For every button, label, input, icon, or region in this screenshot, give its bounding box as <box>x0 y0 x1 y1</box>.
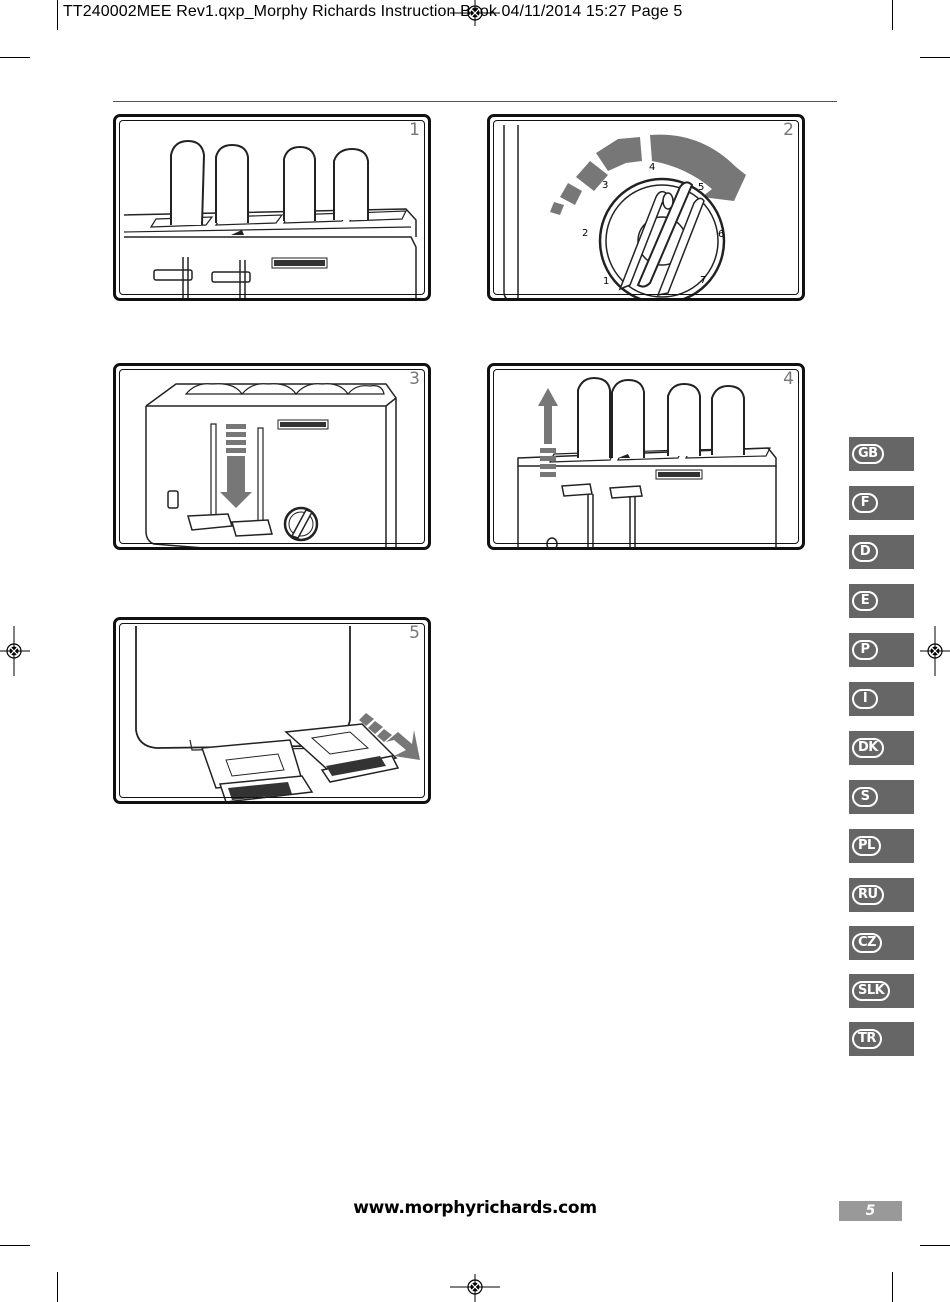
language-code: D <box>852 542 878 562</box>
language-code: CZ <box>852 933 882 953</box>
crop-mark <box>0 1245 30 1246</box>
registration-mark-right <box>920 626 950 676</box>
panel-number: 4 <box>783 369 794 389</box>
language-code: RU <box>852 885 884 905</box>
crop-mark <box>920 1245 950 1246</box>
dial-number: 1 <box>603 276 609 287</box>
crumb-tray-illustration <box>135 626 420 801</box>
language-tab-cz[interactable]: CZ <box>849 926 914 960</box>
panel-number: 2 <box>783 120 794 140</box>
panel-inner-border <box>119 623 425 798</box>
panel-inner-border <box>493 120 799 295</box>
language-tab-s[interactable]: S <box>849 780 914 814</box>
language-code: F <box>852 493 878 513</box>
lever-down-illustration <box>145 383 397 547</box>
language-tab-p[interactable]: P <box>849 633 914 667</box>
crop-mark <box>0 57 30 58</box>
print-slug-line: TT240002MEE Rev1.qxp_Morphy Richards Ins… <box>63 3 683 20</box>
registration-mark-bottom <box>450 1274 500 1302</box>
language-code: PL <box>852 836 881 856</box>
crop-mark <box>57 0 58 30</box>
language-code: S <box>852 787 878 807</box>
language-code: TR <box>852 1029 882 1049</box>
language-code: SLK <box>852 981 891 1001</box>
panel-number: 5 <box>409 623 420 643</box>
language-tab-d[interactable]: D <box>849 535 914 569</box>
language-code: GB <box>852 444 884 464</box>
registration-mark-left <box>0 626 30 676</box>
dial-number: 2 <box>582 228 588 239</box>
dial-number: 5 <box>698 182 704 193</box>
browning-dial-illustration: 1 2 3 4 5 6 7 <box>503 125 746 298</box>
language-code: E <box>852 591 878 611</box>
language-tab-ru[interactable]: RU <box>849 878 914 912</box>
dial-number: 6 <box>718 229 724 240</box>
language-tab-slk[interactable]: SLK <box>849 974 914 1008</box>
language-tab-f[interactable]: F <box>849 486 914 520</box>
panel-number: 3 <box>409 369 420 389</box>
language-tab-dk[interactable]: DK <box>849 731 914 765</box>
crop-mark <box>57 1272 58 1302</box>
language-tab-e[interactable]: E <box>849 584 914 618</box>
panel-inner-border <box>493 369 799 544</box>
language-code: P <box>852 640 878 660</box>
illustration-panel-3: 3 <box>113 363 431 550</box>
dial-number: 7 <box>700 275 706 286</box>
crop-mark <box>892 0 893 30</box>
page-number: 5 <box>839 1201 902 1221</box>
illustration-panel-2: 1 2 3 4 5 6 7 2 <box>487 114 805 301</box>
language-tab-tr[interactable]: TR <box>849 1022 914 1056</box>
illustration-panel-1: 1 <box>113 114 431 301</box>
crop-mark <box>892 1272 893 1302</box>
illustration-panel-5: 5 <box>113 617 431 804</box>
dial-number: 4 <box>649 162 655 173</box>
toaster-with-bread-illustration <box>123 139 417 298</box>
dial-number: 3 <box>602 180 608 191</box>
language-tab-i[interactable]: I <box>849 682 914 716</box>
language-code: I <box>852 689 878 709</box>
panel-inner-border <box>119 120 425 295</box>
illustration-panel-4: 4 <box>487 363 805 550</box>
language-tab-gb[interactable]: GB <box>849 437 914 471</box>
language-tab-pl[interactable]: PL <box>849 829 914 863</box>
website-url[interactable]: www.morphyrichards.com <box>353 1198 597 1218</box>
panel-number: 1 <box>409 120 420 140</box>
crop-mark <box>920 57 950 58</box>
top-rule <box>113 101 837 102</box>
language-code: DK <box>852 738 884 758</box>
registration-mark-top <box>450 0 500 26</box>
panel-inner-border <box>119 369 425 544</box>
